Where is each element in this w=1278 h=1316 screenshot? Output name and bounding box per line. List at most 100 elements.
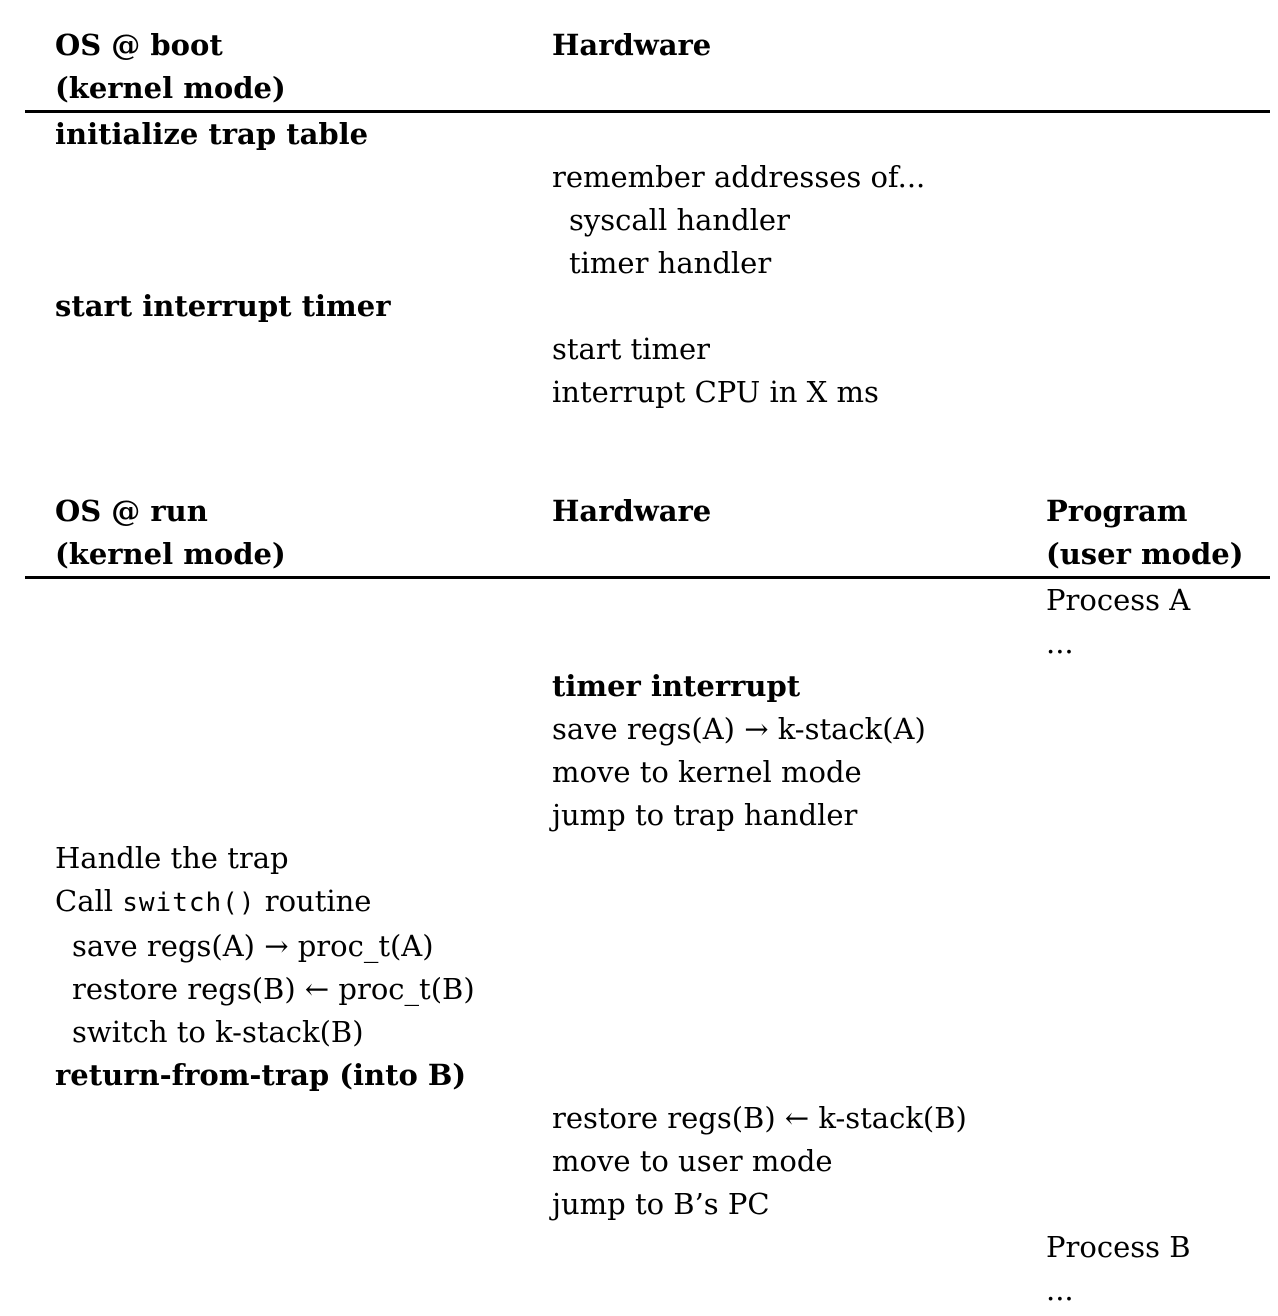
row-empty-cell — [552, 968, 1046, 1011]
row-empty-cell — [1046, 156, 1270, 199]
row-text: save regs(A) → k-stack(A) — [552, 712, 926, 746]
table-row: Call switch() routine — [25, 880, 1270, 925]
row-text: restore regs(B) ← k-stack(B) — [552, 1101, 967, 1135]
row-text: ... — [1046, 626, 1074, 660]
table-row: Process B — [25, 1226, 1270, 1269]
row-empty-cell — [25, 579, 552, 622]
row-empty-cell — [552, 113, 1046, 156]
row-empty-cell — [552, 285, 1046, 328]
row-text: interrupt CPU in X ms — [552, 375, 879, 409]
row-text: move to user mode — [552, 1144, 833, 1178]
row-text: return-from-trap (into B) — [55, 1058, 467, 1092]
row-text: start interrupt timer — [55, 289, 391, 323]
header-rule — [25, 576, 1270, 579]
row-text: initialize trap table — [55, 117, 369, 151]
row-empty-cell — [25, 199, 552, 242]
row-empty-cell — [552, 925, 1046, 968]
row-text-segment: routine — [255, 884, 372, 918]
header-line: Program — [1046, 494, 1188, 528]
header-line: (kernel mode) — [55, 537, 286, 571]
row-text: restore regs(B) ← proc_t(B) — [72, 972, 475, 1006]
header-col-1: Hardware — [552, 24, 1046, 110]
row-text: timer interrupt — [552, 669, 801, 703]
row-text: syscall handler — [569, 203, 790, 237]
table-row: ... — [25, 622, 1270, 665]
row-empty-cell — [25, 1226, 552, 1269]
table-row: timer handler — [25, 242, 1270, 285]
row-empty-cell — [552, 1226, 1046, 1269]
row-empty-cell — [1046, 1183, 1270, 1226]
header-line: Hardware — [552, 28, 712, 62]
header-col-2: Program (user mode) — [1046, 490, 1270, 576]
table-row: ... — [25, 1269, 1270, 1312]
table-row: move to kernel mode — [25, 751, 1270, 794]
row-empty-cell — [25, 1183, 552, 1226]
row-empty-cell — [1046, 751, 1270, 794]
row-empty-cell — [552, 880, 1046, 925]
row-empty-cell — [1046, 1140, 1270, 1183]
header-line: (user mode) — [1046, 537, 1244, 571]
row-text: ... — [1046, 1273, 1074, 1307]
row-empty-cell — [552, 579, 1046, 622]
row-empty-cell — [25, 708, 552, 751]
row-empty-cell — [552, 1011, 1046, 1054]
table-row: interrupt CPU in X ms — [25, 371, 1270, 414]
row-text: Process A — [1046, 583, 1191, 617]
row-empty-cell — [25, 371, 552, 414]
table-row: start interrupt timer — [25, 285, 1270, 328]
row-empty-cell — [552, 837, 1046, 880]
header-line: Hardware — [552, 494, 712, 528]
row-empty-cell — [1046, 880, 1270, 925]
header-col-0: OS @ run(kernel mode) — [25, 490, 552, 576]
table-run-protocol: OS @ run(kernel mode)Hardware Program (use… — [25, 490, 1270, 1312]
row-empty-cell — [25, 794, 552, 837]
header-rule — [25, 110, 1270, 113]
table-row: restore regs(B) ← proc_t(B) — [25, 968, 1270, 1011]
row-empty-cell — [1046, 328, 1270, 371]
row-empty-cell — [1046, 1097, 1270, 1140]
row-empty-cell — [25, 1140, 552, 1183]
row-empty-cell — [1046, 242, 1270, 285]
table-row: initialize trap table — [25, 113, 1270, 156]
table-row: timer interrupt — [25, 665, 1270, 708]
row-empty-cell — [1046, 1054, 1270, 1097]
row-empty-cell — [25, 242, 552, 285]
row-text-segment: Call — [55, 884, 123, 918]
table-row: return-from-trap (into B) — [25, 1054, 1270, 1097]
row-empty-cell — [25, 1269, 552, 1312]
figure-limited-direct-execution: OS @ boot (kernel mode) Hardware initialize… — [25, 24, 1270, 1312]
row-empty-cell — [1046, 665, 1270, 708]
table-header: OS @ run(kernel mode)Hardware Program (use… — [25, 490, 1270, 576]
row-empty-cell — [1046, 1011, 1270, 1054]
row-text: switch to k-stack(B) — [72, 1015, 364, 1049]
row-empty-cell — [1046, 199, 1270, 242]
row-text: Process B — [1046, 1230, 1191, 1264]
row-empty-cell — [1046, 285, 1270, 328]
table-header: OS @ boot (kernel mode) Hardware — [25, 24, 1270, 110]
row-empty-cell — [1046, 371, 1270, 414]
row-empty-cell — [25, 156, 552, 199]
table-row: move to user mode — [25, 1140, 1270, 1183]
header-col-2 — [1046, 24, 1270, 110]
row-empty-cell — [1046, 113, 1270, 156]
row-text: jump to B’s PC — [552, 1187, 770, 1221]
row-empty-cell — [1046, 837, 1270, 880]
row-text: Call switch() routine — [25, 880, 552, 925]
row-empty-cell — [25, 665, 552, 708]
table-boot-protocol: OS @ boot (kernel mode) Hardware initialize… — [25, 24, 1270, 414]
row-empty-cell — [1046, 925, 1270, 968]
row-empty-cell — [25, 1097, 552, 1140]
row-text: Handle the trap — [55, 841, 289, 875]
table-row: save regs(A) → proc_t(A) — [25, 925, 1270, 968]
row-empty-cell — [1046, 708, 1270, 751]
row-text: save regs(A) → proc_t(A) — [72, 929, 434, 963]
header-line: OS @ boot — [55, 28, 223, 62]
row-empty-cell — [1046, 794, 1270, 837]
table-row: restore regs(B) ← k-stack(B) — [25, 1097, 1270, 1140]
row-text: remember addresses of... — [552, 160, 926, 194]
header-line: (kernel mode) — [55, 71, 286, 105]
row-empty-cell — [552, 1269, 1046, 1312]
header-col-1: Hardware — [552, 490, 1046, 576]
table-row: jump to trap handler — [25, 794, 1270, 837]
table-row: save regs(A) → k-stack(A) — [25, 708, 1270, 751]
